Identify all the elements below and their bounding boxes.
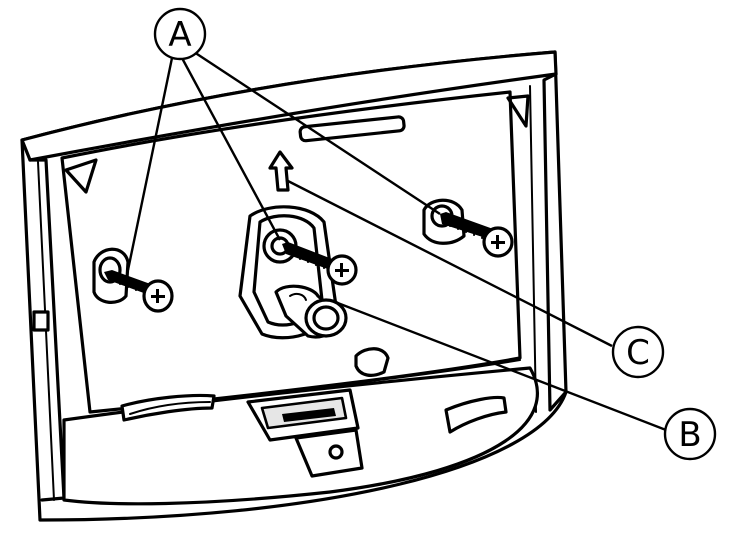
stud-boss <box>238 205 348 340</box>
callout-b: B <box>663 407 717 461</box>
callout-a-label: A <box>168 15 191 55</box>
bracket-bottom-clip <box>246 388 364 478</box>
screw-left <box>104 270 174 313</box>
bracket-floor-vent-right <box>444 395 508 434</box>
callout-c: C <box>611 325 665 379</box>
screw-center <box>282 242 358 286</box>
callout-b-label: B <box>678 415 701 455</box>
mounting-stud <box>274 284 348 339</box>
leader-lines <box>126 50 667 432</box>
bracket-top-slot <box>298 115 406 143</box>
bracket-right-wall <box>542 72 568 412</box>
screw-right <box>440 212 514 258</box>
callout-a: A <box>153 7 207 61</box>
callout-c-label: C <box>626 333 650 373</box>
